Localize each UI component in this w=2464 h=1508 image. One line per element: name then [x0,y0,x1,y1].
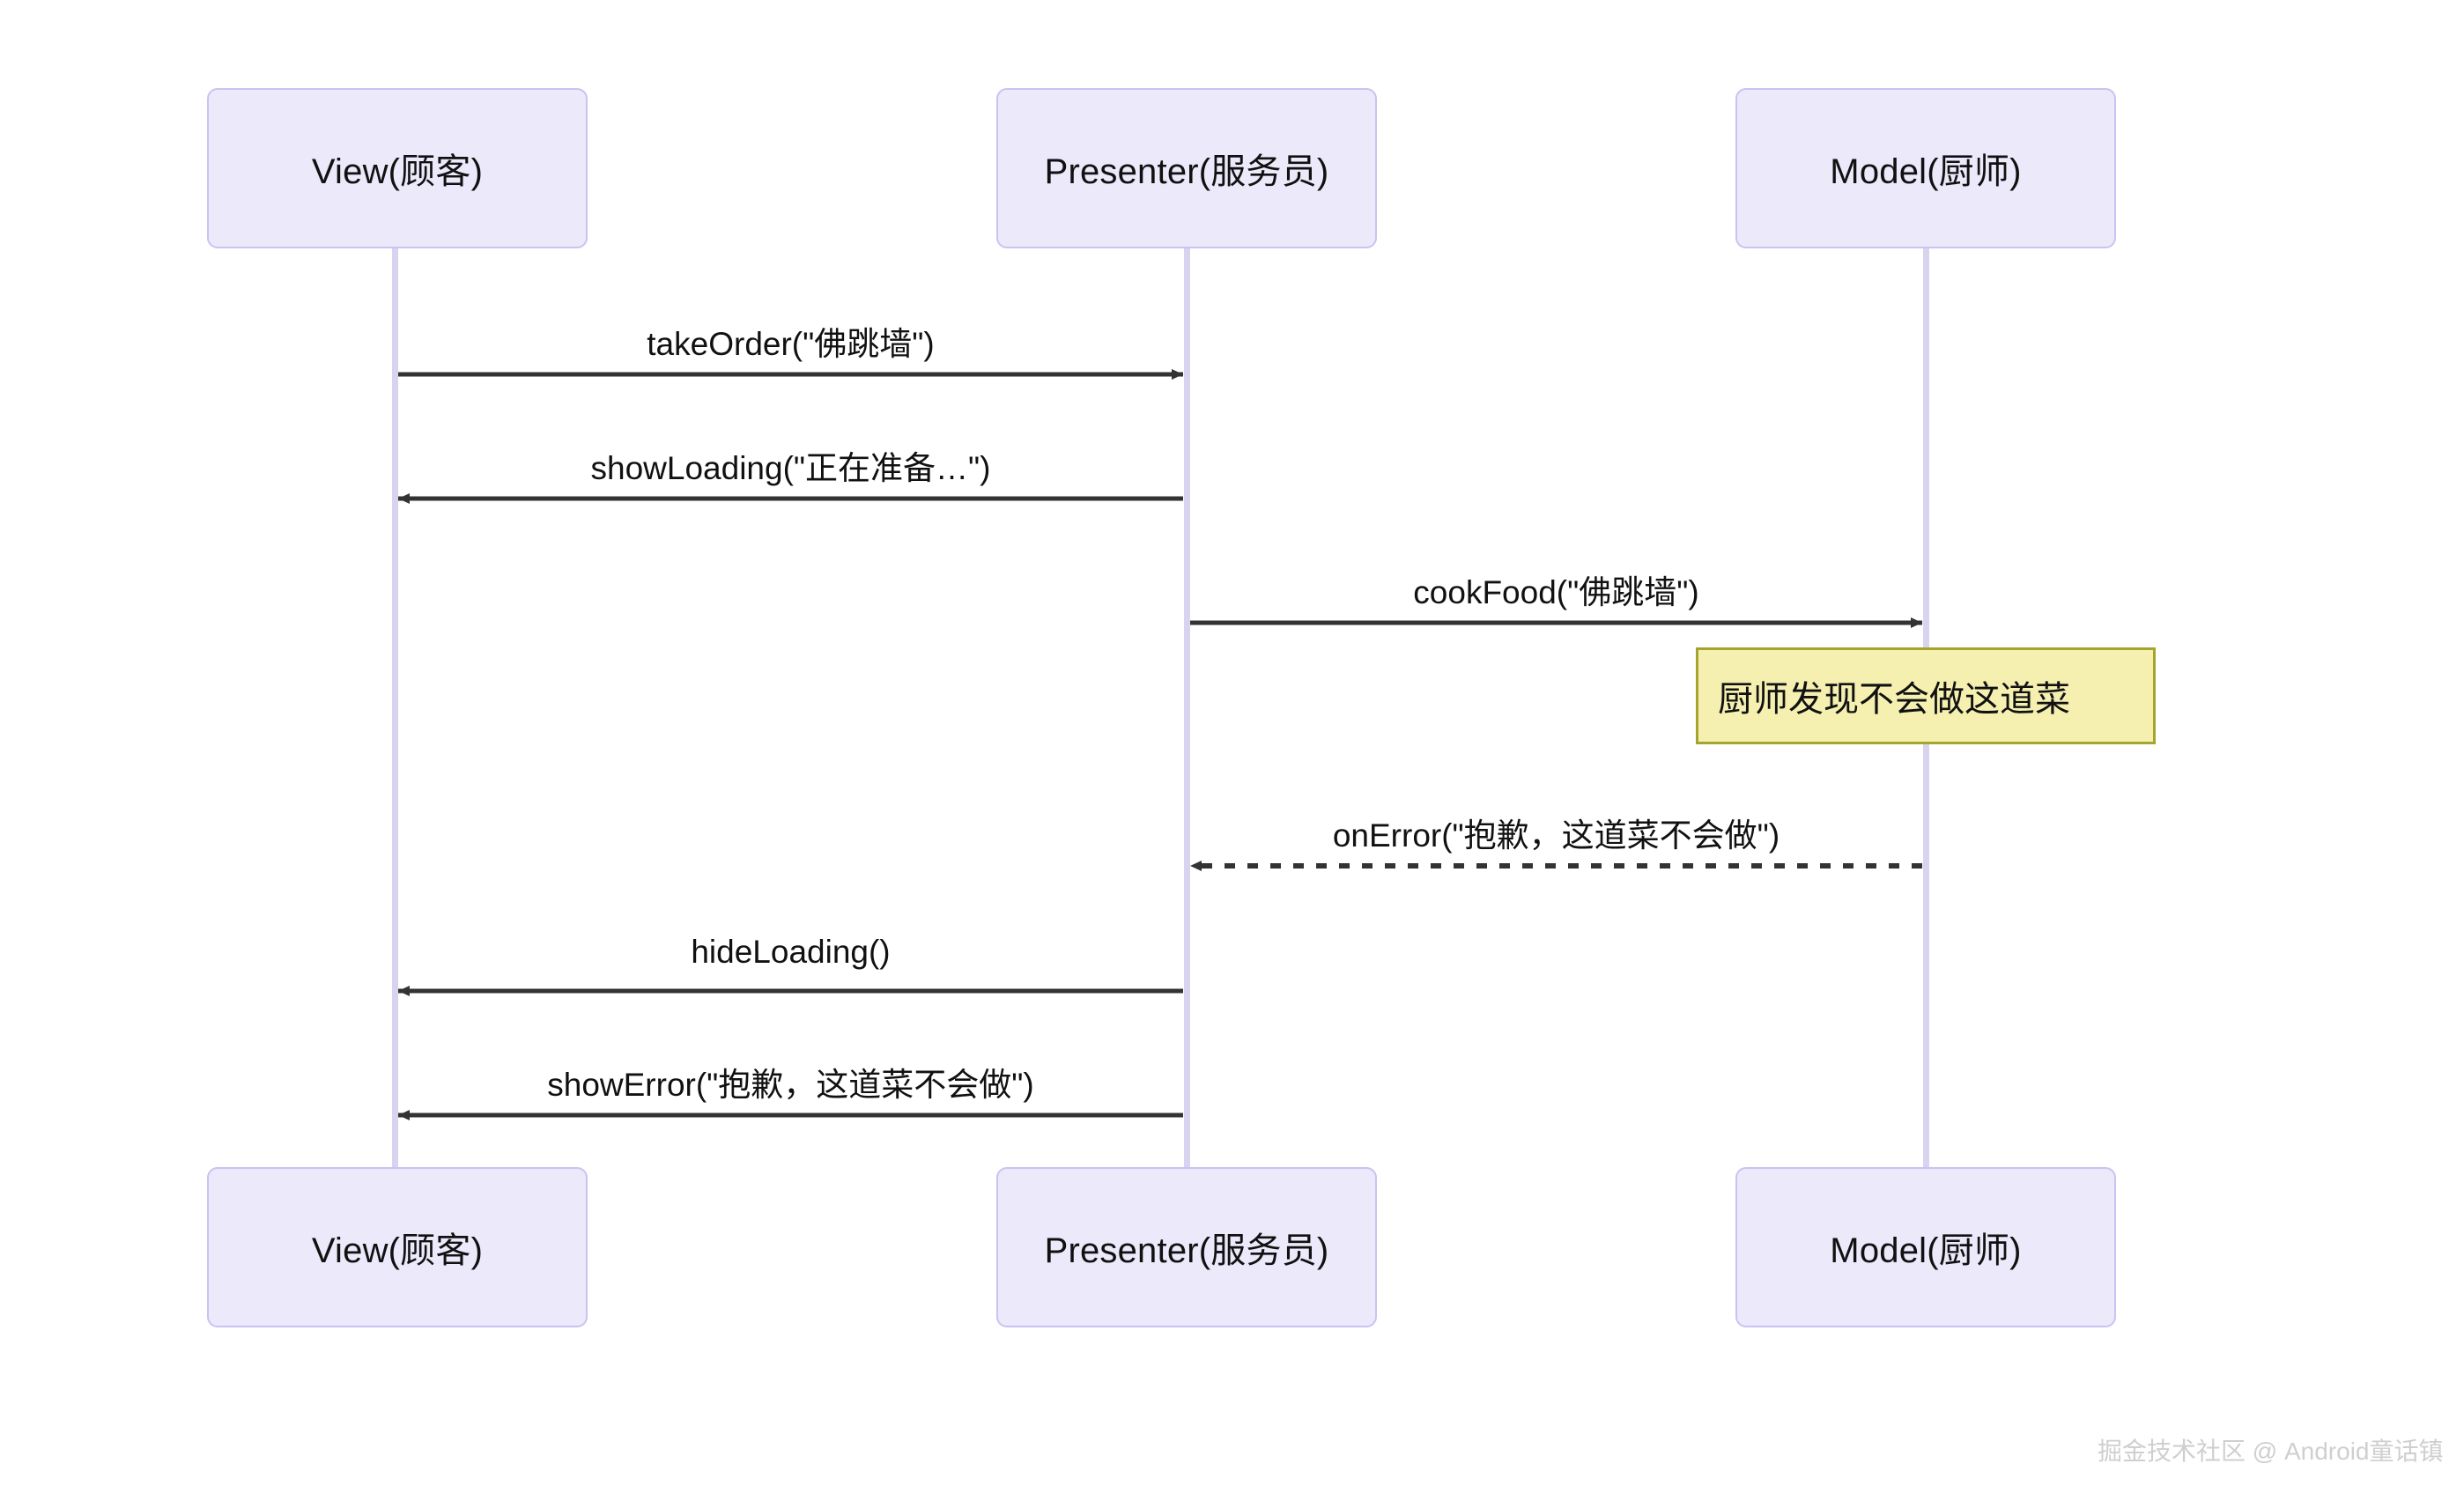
note-text: 厨师发现不会做这道菜 [1718,680,2070,719]
watermark: 掘金技术社区 @ Android童话镇 [2098,1438,2444,1465]
participant-label: Presenter(服务员) [1044,152,1329,191]
participant-view-footer[interactable]: View(顾客) [207,1167,588,1327]
note-n1: 厨师发现不会做这道菜 [1696,647,2156,744]
participant-label: Model(厨师) [1830,152,2022,191]
participant-label: View(顾客) [311,1231,484,1270]
message-label-m3: cookFood("佛跳墙") [1413,574,1699,610]
message-label-m5: hideLoading() [691,934,891,970]
participant-label: Model(厨师) [1830,1231,2022,1270]
message-label-m6: showError("抱歉，这道菜不会做") [547,1067,1034,1103]
participant-model-footer[interactable]: Model(厨师) [1735,1167,2116,1327]
message-label-m1: takeOrder("佛跳墙") [647,326,935,362]
participant-presenter-header[interactable]: Presenter(服务员) [996,88,1377,248]
participant-label: View(顾客) [311,152,484,191]
message-label-m4: onError("抱歉，这道菜不会做") [1332,817,1780,854]
lifeline-view [391,248,398,1167]
participant-view-header[interactable]: View(顾客) [207,88,588,248]
lifeline-presenter [1183,248,1190,1167]
participant-presenter-footer[interactable]: Presenter(服务员) [996,1167,1377,1327]
participant-model-header[interactable]: Model(厨师) [1735,88,2116,248]
message-label-m2: showLoading("正在准备…") [590,450,991,486]
participant-label: Presenter(服务员) [1044,1231,1329,1270]
